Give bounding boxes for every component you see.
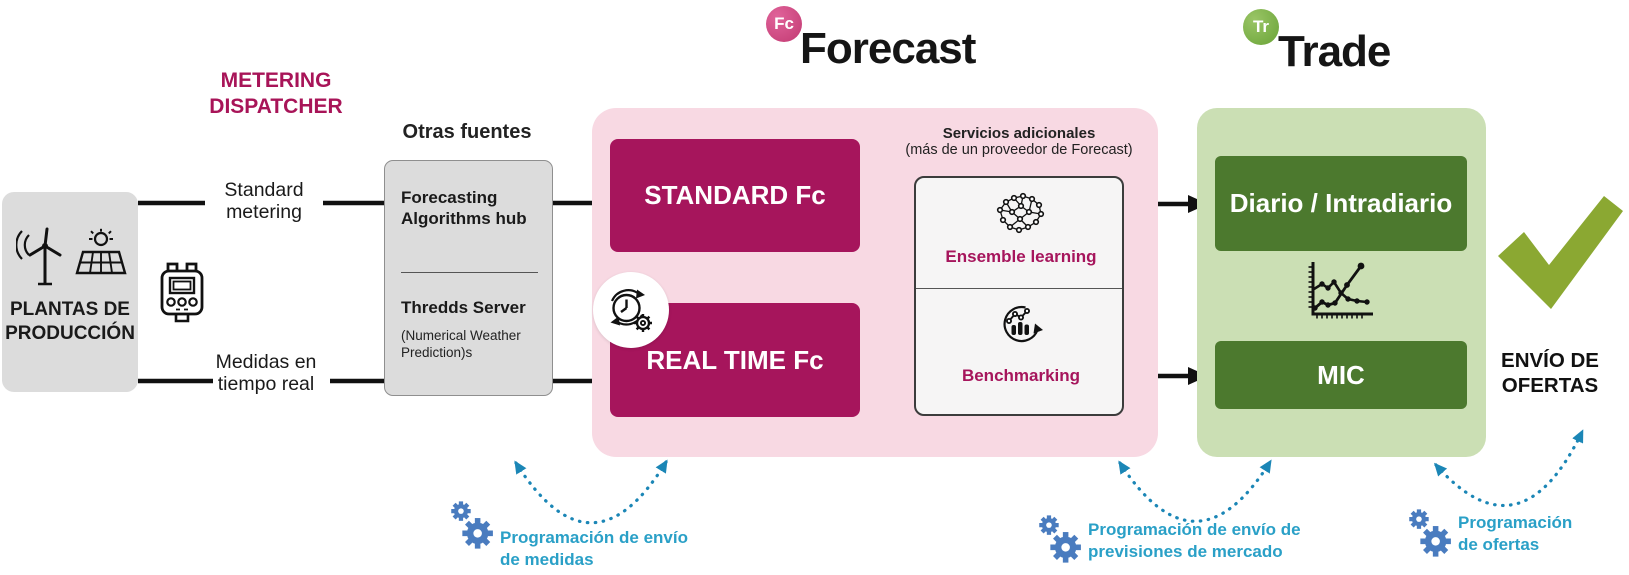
diario-intradiario-box: Diario / Intradiario — [1215, 156, 1467, 251]
benchmark-cycle-icon — [1003, 305, 1043, 343]
arc-programacion-ofertas — [1434, 429, 1584, 508]
ensemble-learning-label: Ensemble learning — [945, 247, 1097, 266]
servicios-title: Servicios adicionales — [942, 125, 1096, 142]
gears-icon — [451, 501, 493, 549]
realtime-fc-box: REAL TIME Fc — [610, 303, 860, 417]
meter-icon — [160, 262, 204, 323]
standard-fc-box: STANDARD Fc — [610, 139, 860, 252]
servicios-header: Servicios adicionales (más de un proveed… — [894, 125, 1144, 158]
trade-title: Trade — [1278, 27, 1391, 76]
arc-programacion-previsiones — [1118, 459, 1272, 523]
realtime-fc-label: REAL TIME Fc — [646, 344, 824, 375]
medidas-tiempo-real-label: Medidas en tiempo real — [215, 351, 317, 395]
benchmarking-label: Benchmarking — [961, 366, 1081, 385]
otras-fuentes-box: Forecasting Algorithms hub Thredds Serve… — [384, 160, 553, 396]
mic-label: MIC — [1317, 359, 1365, 390]
market-line-chart-icon — [1308, 262, 1373, 319]
standard-fc-label: STANDARD Fc — [644, 180, 826, 210]
solar-panel-icon — [75, 228, 127, 275]
thredds-server-label: Thredds Server — [401, 298, 526, 317]
metering-dispatcher-label: METERING DISPATCHER — [209, 69, 343, 118]
forecast-title: Forecast — [800, 24, 976, 73]
forecast-badge-label: Fc — [774, 14, 794, 33]
scheduling-arcs — [514, 429, 1584, 525]
neural-network-icon — [996, 192, 1045, 234]
otras-fuentes-divider — [401, 272, 538, 273]
plantas-box: PLANTAS DE PRODUCCIÓN — [2, 192, 138, 392]
check-icon — [1498, 196, 1623, 309]
nwp-note: (Numerical Weather Prediction)s — [401, 328, 521, 360]
clock-refresh-gear-icon — [593, 272, 669, 348]
wind-turbine-icon — [16, 227, 62, 286]
servicios-divider — [916, 288, 1122, 289]
servicios-box: Ensemble learning Benchmarking — [914, 176, 1124, 416]
programacion-ofertas-label: Programación de ofertas — [1458, 513, 1573, 554]
arc-programacion-medidas — [514, 459, 668, 525]
programacion-previsiones-label: Programación de envío de previsiones de … — [1088, 520, 1301, 561]
trade-badge-label: Tr — [1252, 17, 1270, 36]
otras-fuentes-title: Otras fuentes — [402, 121, 532, 143]
plantas-label: PLANTAS DE PRODUCCIÓN — [5, 299, 135, 344]
gears-icon — [1409, 509, 1451, 557]
standard-metering-label: Standard metering — [224, 179, 304, 223]
mic-box: MIC — [1215, 341, 1467, 409]
forecasting-hub-label: Forecasting Algorithms hub — [401, 188, 527, 228]
trade-badge: Tr — [1243, 9, 1279, 45]
programacion-medidas-label: Programación de envío de medidas — [500, 528, 688, 569]
gears-icon — [1039, 515, 1081, 563]
servicios-subtitle: (más de un proveedor de Forecast) — [905, 142, 1133, 158]
envio-ofertas-label: ENVÍO DE OFERTAS — [1501, 349, 1599, 397]
forecast-badge: Fc — [766, 6, 802, 42]
diario-intradiario-label: Diario / Intradiario — [1229, 188, 1453, 218]
